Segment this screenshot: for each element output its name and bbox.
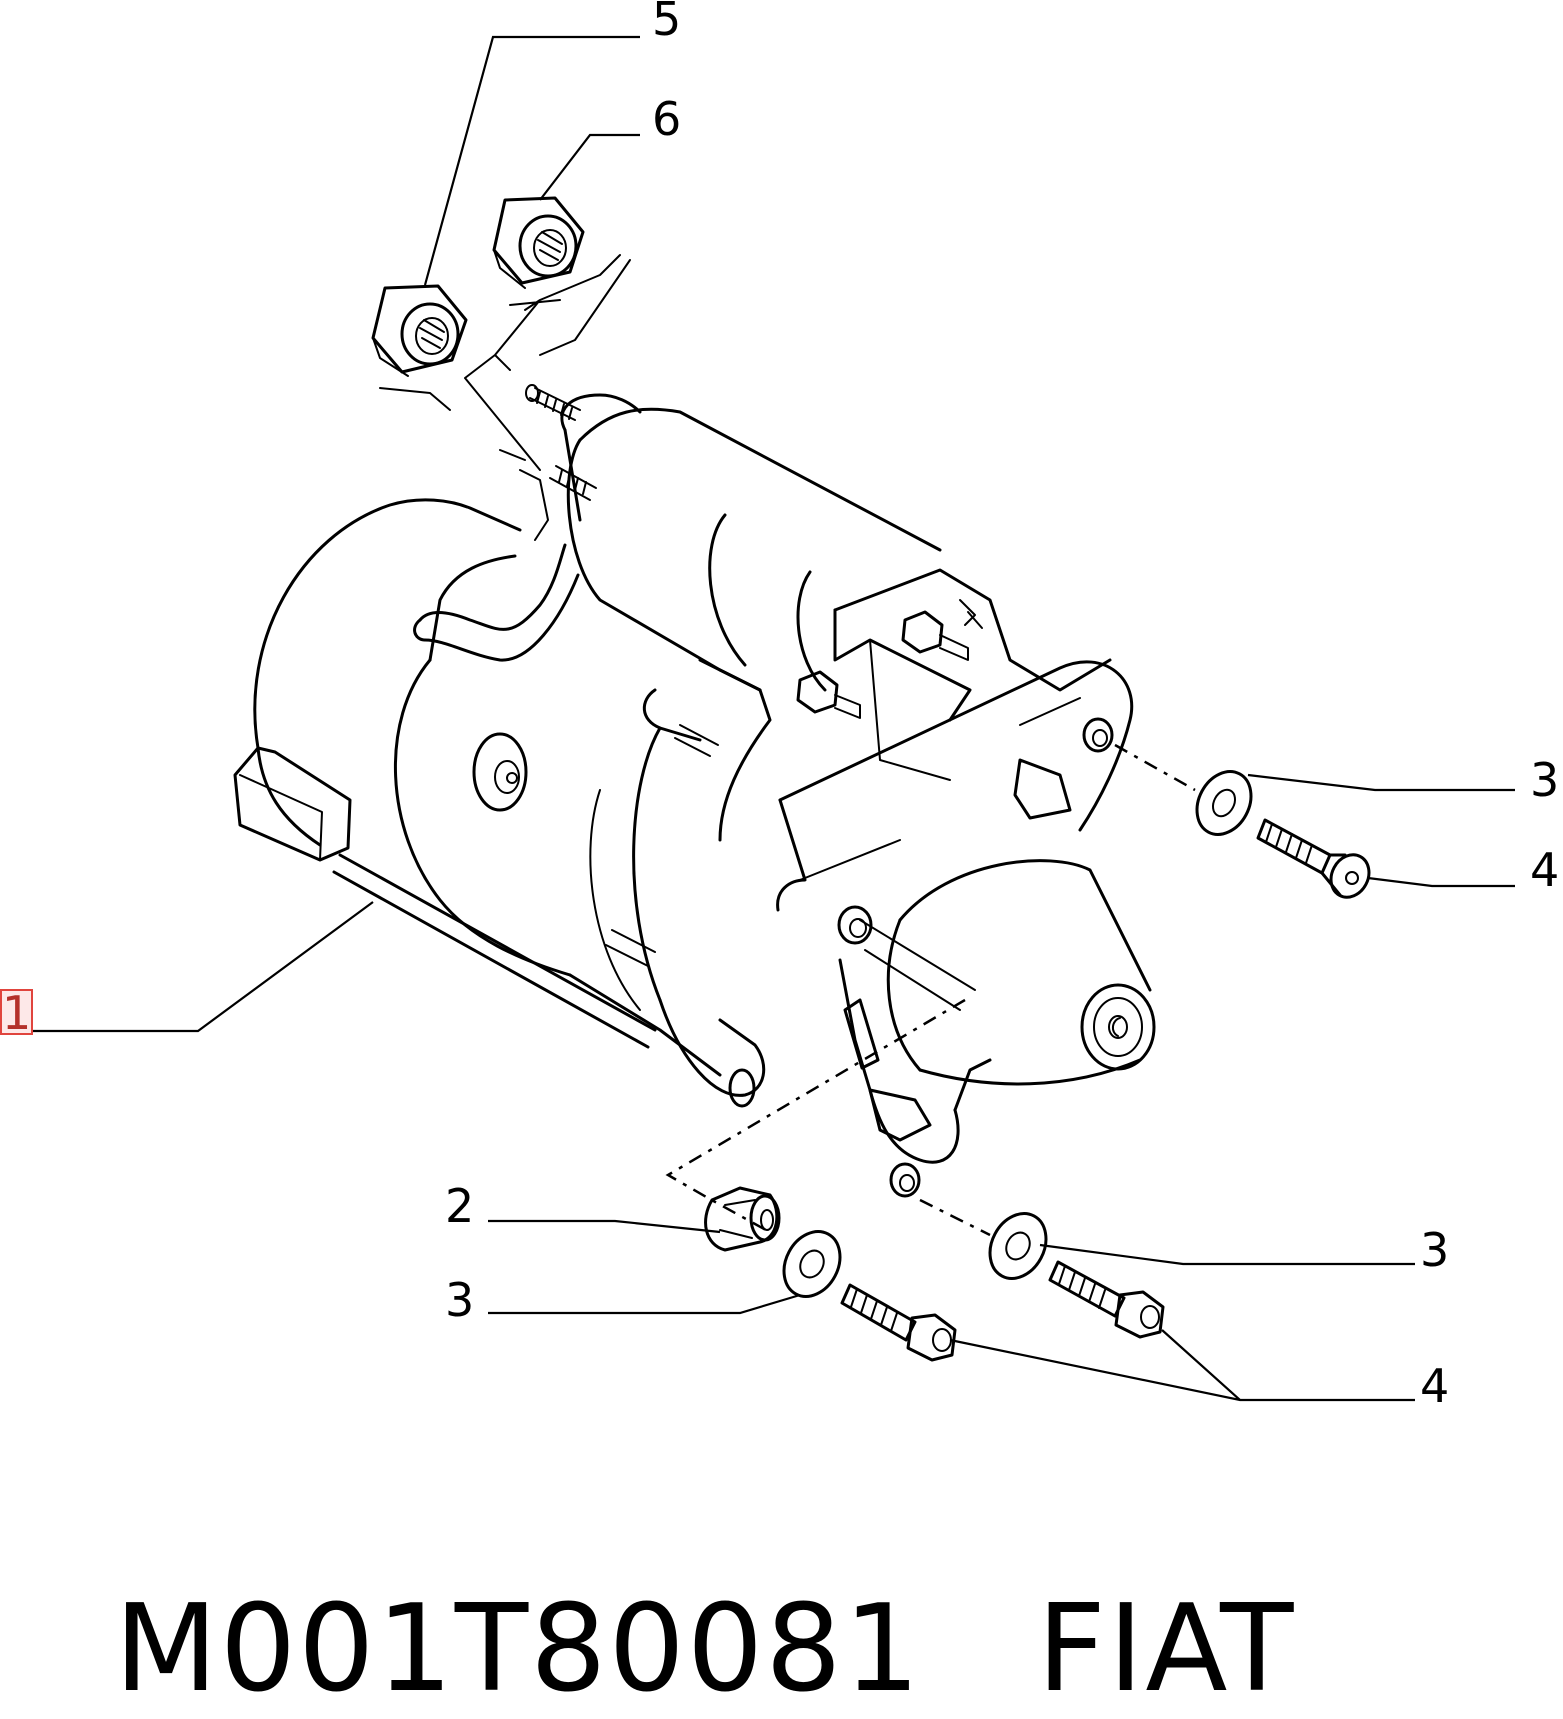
leader-4-lower	[949, 1329, 1415, 1402]
brand-name: FIAT	[1036, 1580, 1296, 1719]
callout-3-lower-right: 3	[1420, 1223, 1449, 1277]
starter-motor	[233, 384, 1156, 1198]
assembly-axis-lower-left	[665, 998, 966, 1237]
callout-5: 5	[652, 0, 681, 46]
bracket-nut-upper	[901, 610, 969, 661]
callout-4-lower: 4	[1420, 1359, 1449, 1413]
washer-3-upper	[1195, 770, 1253, 836]
callout-1-highlight: 1	[0, 986, 33, 1040]
callout-3-lower-left: 3	[445, 1273, 474, 1327]
starter-motor-exploded-diagram: 5 6 3 4 1 2 3 3 4	[0, 0, 1559, 1413]
part-number: M001T80081	[114, 1580, 922, 1719]
assembly-axis-upper	[1114, 743, 1196, 792]
bolt-4-lower-left	[840, 1283, 957, 1362]
callout-2: 2	[445, 1179, 474, 1233]
assembly-guide-nuts	[379, 254, 621, 471]
leader-2	[488, 1219, 721, 1234]
callout-4-upper: 4	[1530, 843, 1559, 897]
leader-3-lower-right	[1039, 1243, 1415, 1266]
leader-3-upper	[1247, 773, 1515, 792]
leader-4-upper	[1367, 876, 1515, 888]
bracket-nut-lower	[796, 670, 861, 719]
leader-1	[32, 901, 374, 1033]
terminal-stud-lower	[549, 465, 597, 501]
flange-nut-5	[371, 284, 468, 377]
callout-3-upper: 3	[1530, 753, 1559, 807]
bolt-4-lower-right	[1048, 1260, 1165, 1339]
sleeve-bushing-2	[704, 1186, 781, 1252]
terminal-stud-upper	[525, 384, 581, 421]
washer-3-lower-left	[782, 1230, 842, 1298]
bolt-4-upper	[1256, 818, 1371, 899]
leader-5	[423, 35, 640, 286]
assembly-axis-lower-right	[919, 1198, 991, 1237]
flange-nut-6	[492, 196, 585, 289]
leader-6	[539, 133, 640, 201]
leader-3-lower-left	[488, 1293, 801, 1315]
callout-6: 6	[652, 92, 681, 146]
washer-3-lower-right	[988, 1212, 1048, 1280]
callout-1: 1	[2, 986, 31, 1040]
